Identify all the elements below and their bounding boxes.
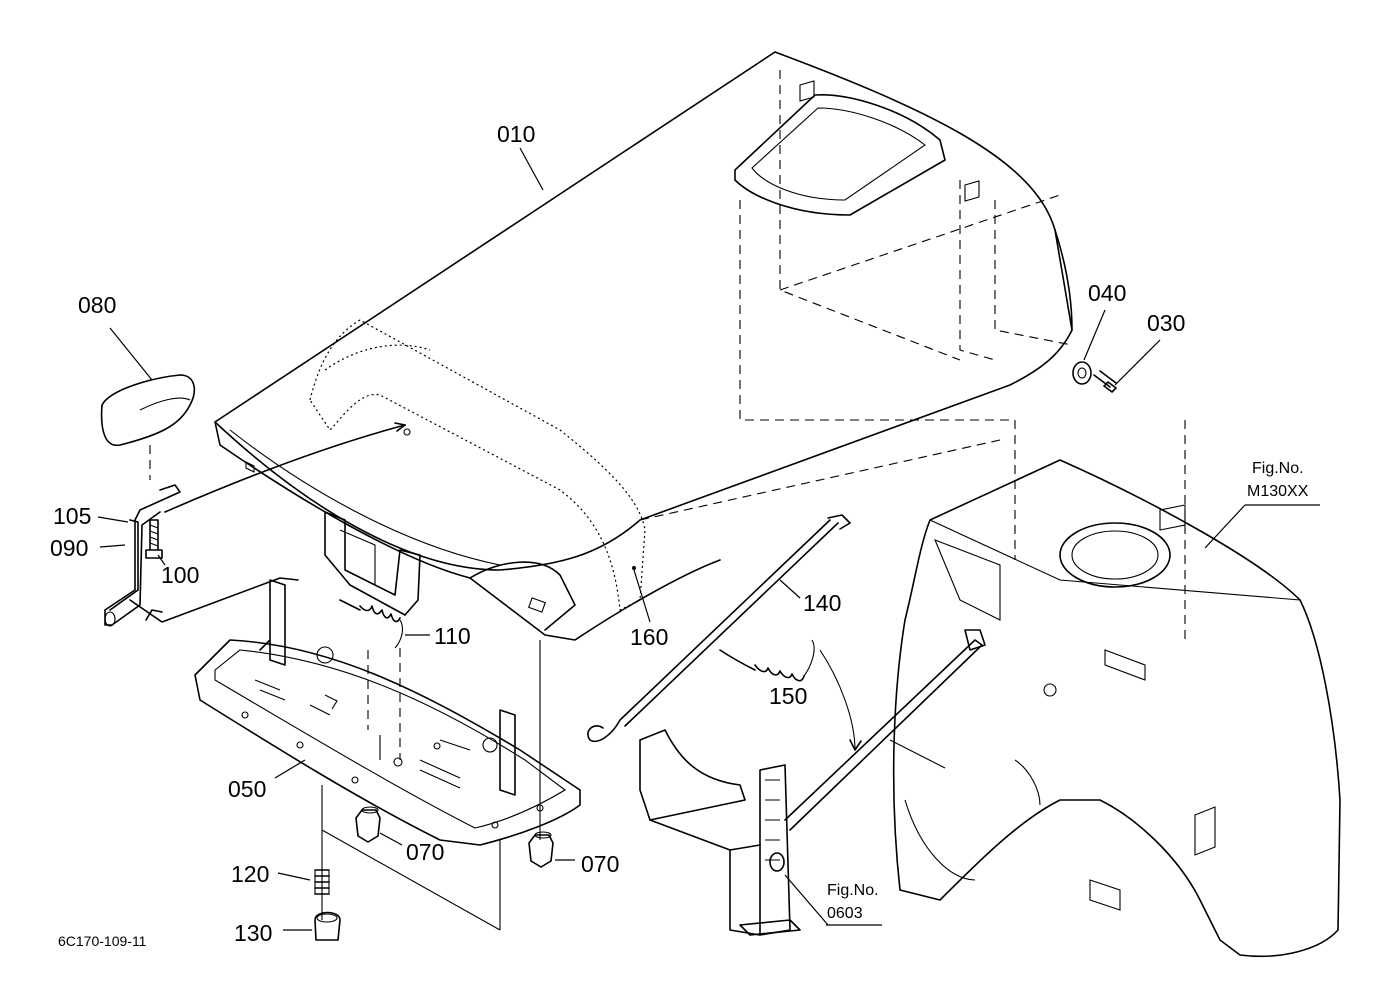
label-040: 040 — [1088, 280, 1126, 306]
fig-ref-m130xx: Fig.No. M130XX — [1247, 460, 1309, 500]
label-150: 150 — [769, 683, 807, 709]
label-030: 030 — [1147, 310, 1185, 336]
label-070-a: 070 — [406, 839, 444, 865]
label-100: 100 — [161, 562, 199, 588]
label-080: 080 — [78, 292, 116, 318]
knob-080 — [100, 327, 196, 446]
stud-070-b — [528, 831, 575, 868]
label-070-b: 070 — [581, 851, 619, 877]
label-140: 140 — [803, 590, 841, 616]
label-090: 090 — [50, 535, 88, 561]
washer-040 — [1072, 361, 1092, 385]
label-010: 010 — [497, 121, 535, 147]
spring-110 — [339, 599, 430, 760]
hood-panel — [214, 51, 1073, 641]
label-160: 160 — [630, 624, 668, 650]
cap-130 — [283, 911, 341, 941]
label-130: 130 — [234, 920, 272, 946]
label-110: 110 — [434, 623, 471, 649]
fig-ref-0603-line1: Fig.No. — [827, 882, 879, 899]
screw-100 — [145, 519, 163, 559]
label-105: 105 — [53, 503, 91, 529]
label-050: 050 — [228, 776, 266, 802]
radiator-housing — [892, 459, 1341, 958]
fig-ref-0603-line2: 0603 — [827, 905, 863, 922]
fig-ref-m130xx-line1: Fig.No. — [1252, 460, 1304, 477]
spring-150 — [719, 639, 862, 751]
fig-ref-m130xx-line2: M130XX — [1247, 483, 1309, 500]
lower-bracket — [639, 629, 986, 936]
plate-050 — [194, 579, 581, 846]
stud-070-a — [355, 806, 403, 846]
spring-120 — [277, 869, 330, 895]
rod-140 — [587, 514, 851, 742]
lever-090 — [104, 484, 181, 627]
drawing-code: 6C170-109-11 — [58, 933, 147, 949]
bolt-030 — [1093, 370, 1117, 393]
label-120: 120 — [231, 861, 269, 887]
part-labels: 010 030 040 050 070 070 080 090 100 105 … — [50, 121, 1185, 946]
phantom-lines — [639, 70, 1186, 640]
fig-ref-0603: Fig.No. 0603 — [826, 882, 882, 926]
